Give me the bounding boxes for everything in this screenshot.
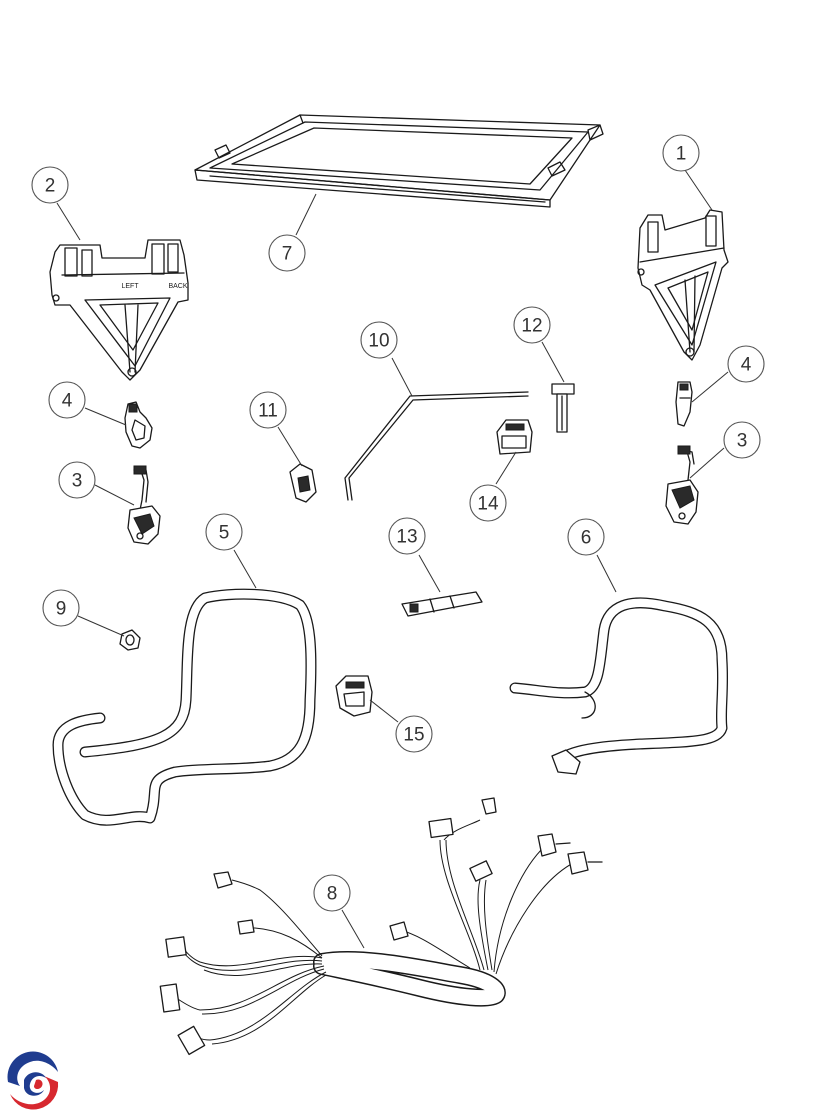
part-12-pin — [551, 383, 575, 433]
callout-6: 6 — [567, 518, 605, 556]
callout-3-right: 3 — [723, 421, 761, 459]
part-8-wire-harness — [159, 797, 603, 1056]
part-3-left-sensor — [127, 465, 161, 545]
leader-10 — [391, 357, 413, 397]
callout-13-label: 13 — [396, 527, 417, 548]
callout-5: 5 — [205, 513, 243, 551]
part-4-left-clip — [124, 401, 153, 449]
callout-10: 10 — [360, 321, 398, 359]
callout-1-label: 1 — [676, 144, 687, 165]
callout-9-label: 9 — [56, 599, 67, 620]
callout-14: 14 — [469, 484, 507, 522]
leader-2 — [56, 202, 81, 241]
leader-3a — [94, 484, 135, 506]
leader-3b — [689, 447, 725, 479]
leader-5 — [233, 549, 257, 589]
part-6-right-hose — [509, 597, 729, 775]
callout-8: 8 — [313, 874, 351, 912]
callout-10-label: 10 — [368, 331, 389, 352]
leader-14 — [495, 451, 517, 485]
callout-8-label: 8 — [327, 884, 338, 905]
callout-3-left-label: 3 — [72, 471, 83, 492]
callout-9: 9 — [42, 589, 80, 627]
leader-6 — [596, 554, 617, 593]
callout-4-left: 4 — [48, 381, 86, 419]
callout-4-left-label: 4 — [62, 391, 73, 412]
part-1-right-bracket — [637, 209, 729, 361]
part-10-rod — [344, 391, 529, 501]
callout-11-label: 11 — [258, 401, 278, 422]
part-5-left-hose — [52, 588, 317, 826]
leader-8 — [341, 909, 365, 949]
part-9-small-clip — [119, 629, 141, 651]
part-3-right-sensor — [665, 445, 699, 525]
callout-4-right: 4 — [727, 345, 765, 383]
callout-3-right-label: 3 — [737, 431, 748, 452]
callout-2-label: 2 — [45, 176, 56, 197]
part-15-housing — [335, 675, 373, 717]
callout-7: 7 — [268, 234, 306, 272]
callout-6-label: 6 — [581, 528, 592, 549]
leader-15 — [369, 699, 399, 723]
leader-lines — [56, 169, 729, 949]
callout-4-right-label: 4 — [741, 355, 752, 376]
callout-2: 2 — [31, 166, 69, 204]
leader-13 — [418, 554, 441, 593]
brand-swirl-logo-icon — [2, 1051, 64, 1113]
callout-13: 13 — [388, 517, 426, 555]
part-7-frame — [194, 114, 604, 208]
leader-7 — [295, 193, 317, 236]
leader-12 — [541, 341, 565, 383]
bracket-marking-left: LEFT — [121, 283, 139, 290]
leader-1 — [684, 169, 713, 211]
callout-11: 11 — [249, 391, 287, 429]
part-13-latch-strip — [401, 591, 483, 617]
callout-3-left: 3 — [58, 461, 96, 499]
callout-5-label: 5 — [219, 523, 230, 544]
callout-7-label: 7 — [282, 244, 293, 265]
leader-4a — [84, 407, 127, 426]
part-11-small-bracket — [289, 463, 317, 503]
callout-12: 12 — [513, 306, 551, 344]
callout-1: 1 — [662, 134, 700, 172]
part-14-holder — [496, 419, 533, 455]
part-4-right-clip — [675, 381, 693, 427]
callout-15-label: 15 — [403, 725, 424, 746]
leader-4b — [691, 371, 729, 403]
part-2-left-bracket: LEFT BACK — [49, 239, 189, 381]
callout-15: 15 — [395, 715, 433, 753]
callout-12-label: 12 — [521, 316, 542, 337]
callout-14-label: 14 — [477, 494, 499, 515]
leader-11 — [277, 426, 303, 467]
leader-9 — [77, 615, 125, 637]
bracket-marking-back: BACK — [168, 283, 187, 290]
